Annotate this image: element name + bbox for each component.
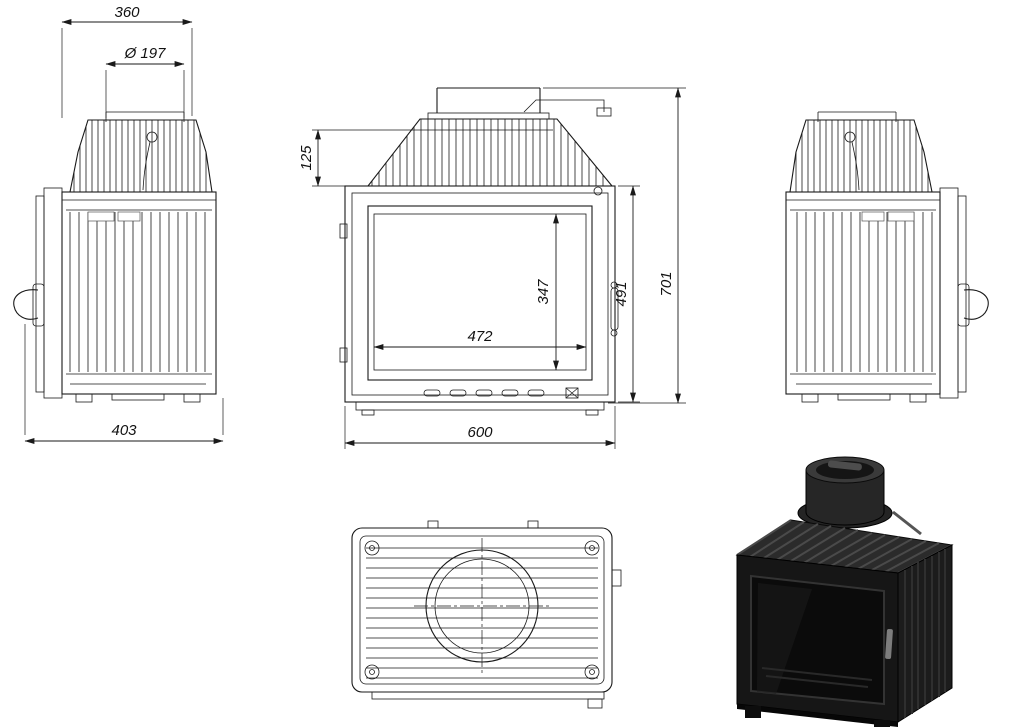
dim-label-total-height: 701: [658, 271, 675, 296]
dim-side-flue-diameter: Ø 197: [105, 45, 185, 118]
dim-front-glass-width: 472: [373, 328, 587, 350]
dim-front-total-width: 600: [344, 406, 616, 449]
glass-reflection: [757, 583, 812, 694]
dim-front-door-height: 491: [613, 185, 640, 403]
door-handle-3d: [885, 628, 893, 660]
top-tab: [427, 520, 439, 529]
handle-pivot: [610, 329, 618, 337]
air-vents: [423, 389, 545, 397]
dim-label-shoulder-to-door: 125: [298, 145, 315, 171]
side-view-right: [786, 112, 988, 402]
dim-label-door-height: 491: [613, 281, 630, 306]
dim-front-shoulder-to-door: 125: [298, 129, 424, 187]
ribbed-top-fins: [371, 119, 604, 186]
glass-frame: [367, 205, 593, 381]
render-3d: [735, 456, 954, 727]
dim-label-flue-diameter: Ø 197: [124, 45, 167, 62]
corner-screws: [364, 540, 600, 680]
damper-rod: [523, 99, 605, 113]
base-plate: [355, 401, 605, 411]
flue-flange: [427, 112, 550, 120]
dim-side-top-width: 360: [61, 4, 193, 118]
hinge: [339, 223, 348, 239]
hinge: [339, 347, 348, 363]
latch: [565, 387, 579, 399]
door-inner-frame: [351, 192, 609, 396]
top-tab: [527, 520, 539, 529]
dim-front-glass-height: 347: [535, 213, 559, 371]
dim-side-base-depth: 403: [24, 324, 224, 444]
dim-label-top-width: 360: [114, 4, 140, 21]
foot: [361, 409, 375, 416]
side-tab: [611, 569, 622, 587]
glass-pane: [373, 213, 587, 371]
dim-label-base-depth: 403: [111, 422, 137, 439]
flue-cylinder-3d: [805, 469, 885, 526]
dim-label-glass-height: 347: [535, 279, 552, 305]
top-ribs-3d: [736, 519, 953, 574]
damper-lever-3d: [892, 510, 922, 536]
side-view-left: 360 Ø 197 403: [14, 4, 224, 444]
base-3d: [737, 704, 898, 727]
door-handle: [610, 287, 619, 331]
front-view: 125 347 472 491 701 600: [298, 87, 686, 449]
dim-label-total-width: 600: [467, 424, 493, 441]
flue-collar: [436, 87, 541, 113]
bottom-detail: [587, 698, 603, 709]
grate-hint: [761, 667, 873, 688]
foot: [585, 409, 599, 416]
dim-label-glass-width: 472: [467, 328, 493, 345]
bottom-strip: [371, 691, 605, 700]
damper-handle-3d: [827, 460, 862, 471]
side-ribs-3d: [904, 549, 946, 718]
damper-bracket: [596, 107, 612, 117]
dim-front-total-height: 701: [543, 87, 686, 404]
damper-knob: [593, 186, 603, 196]
top-view: [351, 520, 622, 709]
top-plate-inner: [359, 535, 605, 685]
